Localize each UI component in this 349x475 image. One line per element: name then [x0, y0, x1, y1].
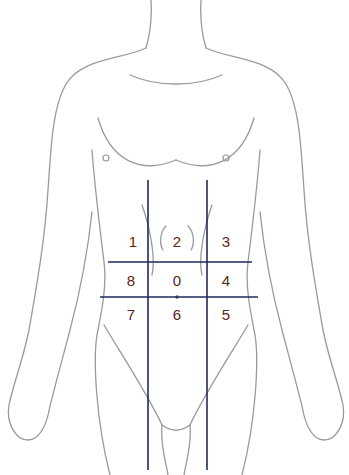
region-number: 8: [127, 272, 135, 289]
region-number: 1: [129, 233, 137, 250]
region-number: 0: [173, 272, 181, 289]
costal-arch: [161, 226, 166, 250]
region-number: 4: [222, 272, 230, 289]
arm-outline: [206, 48, 344, 440]
body-outline: [8, 0, 343, 475]
pectoral-line: [98, 118, 176, 166]
region-grid: [100, 180, 258, 470]
region-number: 2: [173, 233, 181, 250]
grid-line: [206, 180, 208, 470]
grid-line: [108, 261, 252, 263]
collarbone-line: [130, 75, 222, 84]
inguinal-line: [190, 325, 248, 425]
region-number: 5: [222, 306, 230, 323]
genital-outline: [184, 425, 190, 475]
region-number: 6: [173, 306, 181, 323]
torso-side: [92, 150, 110, 475]
costal-arch: [188, 226, 193, 250]
region-number: 7: [127, 306, 135, 323]
nipple: [223, 155, 229, 161]
nipple: [103, 155, 109, 161]
inguinal-line: [104, 325, 162, 425]
grid-line: [100, 296, 258, 298]
genital-outline: [162, 425, 168, 475]
neck-line: [201, 0, 206, 48]
grid-line: [147, 180, 149, 470]
region-number: 3: [222, 233, 230, 250]
arm-outline: [8, 48, 146, 440]
genital-outline: [162, 425, 190, 430]
torso-side: [242, 150, 260, 475]
neck-line: [146, 0, 151, 48]
pectoral-line: [176, 118, 254, 166]
